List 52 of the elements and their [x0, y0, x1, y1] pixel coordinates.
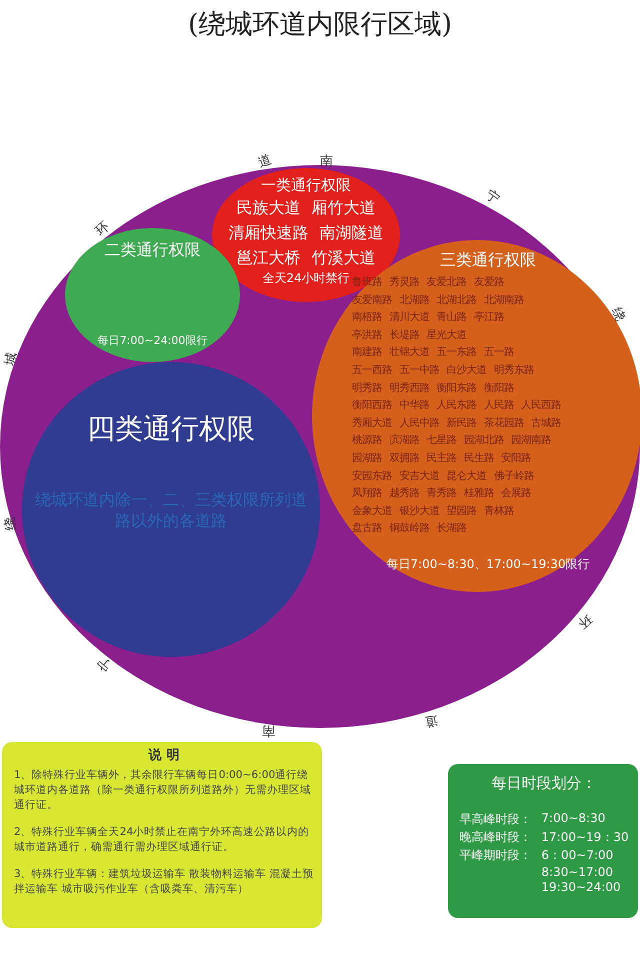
period-label: 晚高峰时段：	[459, 829, 532, 846]
road-line: 安园东路 安吉大道 昆仑大道 佛子岭路	[352, 468, 534, 484]
time-range: 7:00~8:30	[541, 811, 606, 827]
ring-label: 环	[92, 218, 114, 240]
ring-label: 城	[1, 351, 20, 367]
heading: 二类通行权限	[104, 240, 200, 261]
ring-label: 道	[424, 711, 440, 731]
note: 全天24小时禁行	[262, 270, 350, 287]
road-line: 南建路 壮锦大道 五一东路 五一路	[352, 345, 514, 360]
road-line: 南梧路 清川大道 青山路 亭江路	[352, 310, 504, 326]
road-line: 金象大道 银沙大道 望园路 青林路	[352, 504, 514, 519]
heading: 一类通行权限	[261, 176, 351, 195]
paragraph: 3、特殊行业车辆：建筑垃圾运输车 散装物料运输车 混凝土预拌运输车 城市吸污作业车（含吸粪车、清污车）	[14, 867, 314, 897]
time-range: 17:00~19：30	[541, 829, 629, 846]
note-panel	[448, 764, 638, 918]
heading: 三类通行权限	[440, 250, 536, 271]
road-line: 民族大道 厢竹大道	[236, 197, 376, 219]
ring-label: 道	[255, 151, 274, 172]
heading: 每日时段划分：	[492, 774, 596, 793]
paragraph: 1、除特殊行业车辆外，其余限行车辆每日0:00~6:00通行绕城环道内各道路（除一类通行权限所列道路外）无需办理区域通行证。	[14, 768, 312, 813]
ring-label: 宁	[482, 186, 503, 208]
note: 每日7:00~8:30、17:00~19:30限行	[386, 556, 590, 573]
paragraph: 2、特殊行业车辆全天24小时禁止在南宁外环高速公路以内的城市道路通行，确需通行需办理区域通行证。	[14, 825, 310, 855]
ring-label: 绕	[608, 304, 629, 324]
note: 每日7:00~24:00限行	[98, 333, 208, 348]
period-label: 早高峰时段：	[459, 811, 532, 828]
road-line: 鲁班路 秀灵路 友爱北路 友爱路	[352, 275, 504, 290]
heading: 说 明	[148, 747, 180, 764]
ring-label: 宁	[94, 652, 116, 676]
ring-label: 南	[262, 722, 275, 740]
road-line: 桃源路 滨湖路 七星路 园湖北路 园湖南路	[352, 433, 552, 448]
road-line: 园湖路 双拥路 民主路 民生路 安阳路	[352, 450, 532, 466]
road-line: 邕江大桥 竹溪大道	[236, 247, 376, 269]
road-line: 清厢快速路 南湖隧道	[228, 222, 384, 244]
road-line: 亭洪路 长堤路 星光大道	[352, 328, 467, 343]
time-range: 19:30~24:00	[541, 880, 622, 894]
road-line: 凤翔路 越秀路 青秀路 桂雅路 会展路	[352, 486, 532, 502]
road-line: 明秀路 明秀西路 衡阳东路 衡阳路	[352, 380, 514, 396]
road-line: 五一西路 五一中路 白沙大道 明秀东路	[352, 362, 534, 378]
period-label: 平峰期时段：	[459, 847, 532, 864]
road-line: 盘古路 铜鼓岭路 长湖路	[352, 521, 467, 536]
title: (绕城环道内限行区域)	[186, 8, 454, 42]
time-range: 6：00~7:00	[541, 847, 614, 864]
zone-ellipse	[22, 362, 320, 657]
ring-label: 绕	[1, 516, 20, 532]
road-line: 友爱南路 北湖路 北湖北路 北湖南路	[352, 292, 524, 308]
ring-label: 环	[574, 610, 595, 632]
road-line: 衡阳西路 中华路 人民东路 人民路 人民西路	[352, 398, 562, 414]
heading: 四类通行权限	[87, 411, 255, 447]
note-panel	[2, 742, 322, 928]
road-line: 秀厢大道 人民中路 新民路 茶花园路 古城路	[352, 416, 562, 431]
time-range: 8:30~17:00	[541, 865, 614, 879]
